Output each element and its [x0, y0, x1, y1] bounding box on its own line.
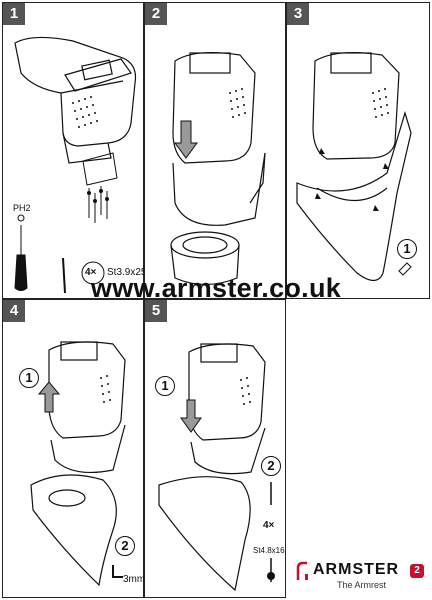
screw-quantity: 4× — [85, 267, 97, 278]
step-5-panel: 5 1 2 4× St4.8x16 — [144, 299, 286, 598]
armrest-illustration — [158, 343, 275, 592]
armrest-illustration — [30, 341, 126, 587]
step-1-panel: 1 — [2, 2, 147, 299]
step-number: 2 — [145, 3, 167, 25]
step-number: 4 — [3, 300, 25, 322]
callout-1: 1 — [397, 239, 417, 259]
step-2-panel: 2 — [144, 2, 286, 299]
armster-logo: ARMSTER 2 The Armrest — [295, 560, 425, 592]
brand-badge: 2 — [410, 564, 424, 578]
callout-1: 1 — [155, 376, 175, 396]
brand-tagline: The Armrest — [337, 580, 387, 590]
armrest-illustration — [14, 36, 137, 294]
armrest-illustration — [170, 51, 266, 286]
callout-1: 1 — [19, 368, 39, 388]
step-number: 3 — [287, 3, 309, 25]
screw-spec: St3.9x25 — [107, 267, 147, 278]
step-number: 1 — [3, 3, 25, 25]
website-url: www.armster.co.uk — [90, 273, 342, 303]
screw-spec: St4.8x16 — [253, 546, 285, 555]
armrest-illustration — [296, 51, 412, 282]
step-4-panel: 4 1 2 3mm — [2, 299, 146, 598]
brand-name: ARMSTER — [313, 561, 400, 578]
callout-2: 2 — [115, 536, 135, 556]
callout-2: 2 — [261, 456, 281, 476]
tool-label: PH2 — [13, 203, 31, 213]
screw-quantity: 4× — [263, 520, 275, 531]
step-number: 5 — [145, 300, 167, 322]
hex-key-size: 3mm — [123, 574, 146, 585]
logo-mark-icon — [296, 561, 308, 580]
step-3-panel: 3 1 — [286, 2, 430, 299]
